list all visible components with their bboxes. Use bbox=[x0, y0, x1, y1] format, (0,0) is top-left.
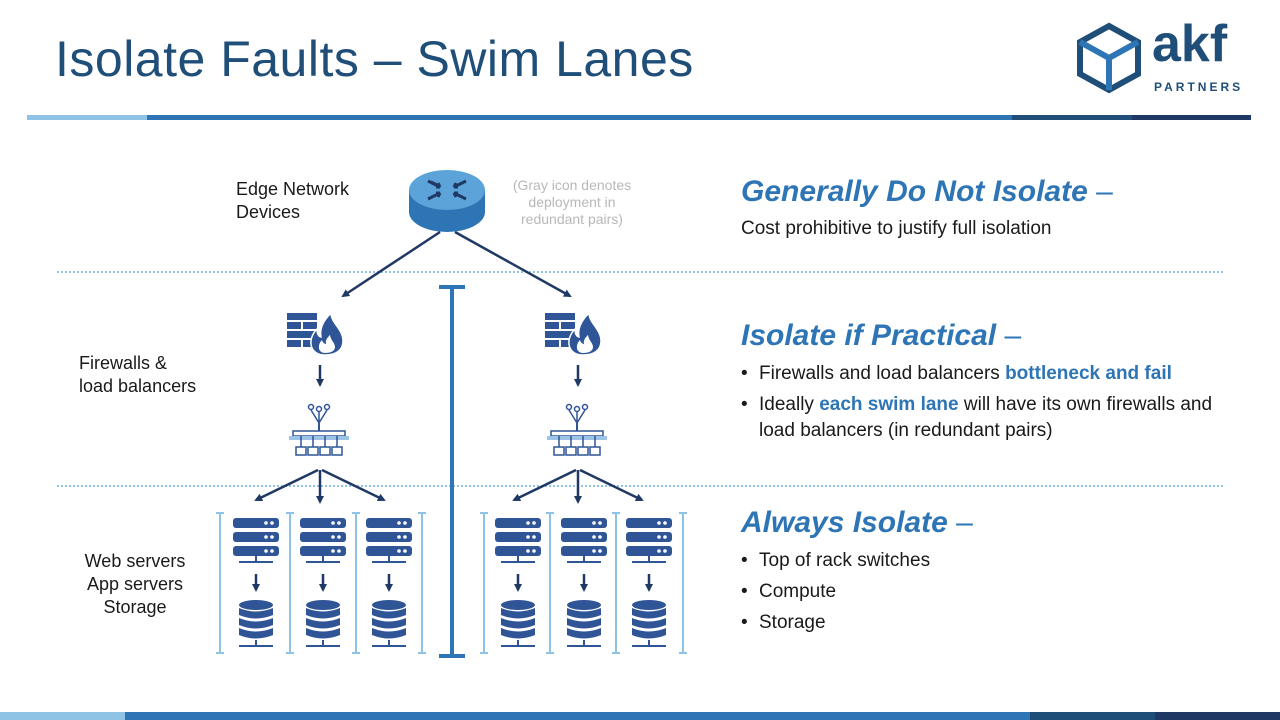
bullet-item: • Compute bbox=[741, 579, 1231, 605]
page-title: Isolate Faults – Swim Lanes bbox=[55, 31, 694, 87]
heading-dash: – bbox=[1096, 175, 1113, 208]
server-rack-icon bbox=[625, 517, 673, 563]
gray-icon-note: (Gray icon denotes deployment in redunda… bbox=[497, 177, 647, 228]
fw-label-line2: load balancers bbox=[79, 376, 197, 396]
database-icon bbox=[238, 599, 274, 647]
footer-bar-darkest bbox=[1155, 712, 1280, 720]
server-rack-icon bbox=[232, 517, 280, 563]
akf-cube-logo-icon bbox=[1077, 22, 1141, 94]
lane-divider bbox=[439, 285, 465, 658]
footer-bar-dark bbox=[1030, 712, 1155, 720]
database-icon bbox=[500, 599, 536, 647]
bullet-dot: • bbox=[741, 612, 748, 633]
bullet-text: Top of rack switches bbox=[759, 550, 931, 571]
rack-bracket bbox=[285, 512, 295, 654]
arrow-lb-left-1 bbox=[254, 468, 319, 502]
akf-logo: akf PARTNERS bbox=[1074, 18, 1254, 97]
bullet-text: Compute bbox=[759, 581, 837, 602]
section-heading-practical: Isolate if Practical – bbox=[741, 319, 1021, 353]
firewall-icon bbox=[544, 312, 602, 356]
router-icon bbox=[409, 170, 485, 232]
separator-bottom bbox=[57, 485, 1223, 487]
section-text-no-isolate: Cost prohibitive to justify full isolati… bbox=[741, 218, 1052, 239]
arrow-lb-left-3 bbox=[321, 468, 386, 502]
rack-bracket bbox=[678, 512, 688, 654]
srv-label-line3: Storage bbox=[103, 597, 167, 617]
logo-subtitle: PARTNERS bbox=[1154, 80, 1244, 94]
rack-bracket bbox=[351, 512, 361, 654]
firewall-icon bbox=[286, 312, 344, 356]
note-line3: redundant pairs) bbox=[521, 211, 623, 227]
bullet-text: Ideally bbox=[759, 394, 820, 415]
edge-label-line2: Devices bbox=[236, 202, 301, 222]
rack-bracket bbox=[545, 512, 555, 654]
logo-wordmark: akf bbox=[1152, 15, 1228, 73]
rack-bracket bbox=[611, 512, 621, 654]
rack-bracket bbox=[417, 512, 427, 654]
server-rack-icon bbox=[560, 517, 608, 563]
heading-text: Isolate if Practical bbox=[741, 319, 997, 352]
header-bar-darkest bbox=[1132, 115, 1251, 120]
section-heading-always: Always Isolate – bbox=[741, 506, 973, 540]
bullet-dot: • bbox=[741, 550, 748, 571]
database-icon bbox=[631, 599, 667, 647]
separator-top bbox=[57, 271, 1223, 273]
footer-bar-light bbox=[0, 712, 125, 720]
section-heading-no-isolate: Generally Do Not Isolate – bbox=[741, 175, 1113, 209]
heading-text: Generally Do Not Isolate bbox=[741, 175, 1088, 208]
bullet-item: • Top of rack switches bbox=[741, 548, 1231, 574]
arrow-lb-right-1 bbox=[512, 468, 577, 502]
heading-dash: – bbox=[956, 506, 973, 539]
arrow-lb-right-3 bbox=[579, 468, 644, 502]
bullet-text: Storage bbox=[759, 612, 826, 633]
bullet-item: • Ideally each swim lane will have its o… bbox=[741, 392, 1231, 444]
header-bar-light bbox=[27, 115, 147, 120]
srv-label-line2: App servers bbox=[86, 574, 184, 594]
bullet-item: • Firewalls and load balancers bottlenec… bbox=[741, 361, 1231, 387]
database-icon bbox=[566, 599, 602, 647]
edge-label-line1: Edge Network bbox=[236, 179, 350, 199]
firewalls-label: Firewalls & load balancers bbox=[79, 352, 196, 398]
bullet-text: will have its own firewalls and load bal… bbox=[759, 394, 1213, 441]
server-rack-icon bbox=[299, 517, 347, 563]
server-rack-icon bbox=[365, 517, 413, 563]
database-icon bbox=[371, 599, 407, 647]
bullet-dot: • bbox=[741, 363, 748, 384]
bullet-text: Firewalls and load balancers bbox=[759, 363, 1006, 384]
load-balancer-icon bbox=[288, 403, 350, 456]
srv-label-line1: Web servers bbox=[84, 551, 186, 571]
note-line2: deployment in bbox=[528, 194, 616, 210]
bullet-highlight: each swim lane bbox=[819, 394, 959, 415]
bullet-dot: • bbox=[741, 394, 748, 415]
heading-dash: – bbox=[1004, 319, 1022, 352]
fw-label-line1: Firewalls & bbox=[79, 353, 168, 373]
servers-label: Web servers App servers Storage bbox=[70, 550, 200, 619]
footer-bar-mid bbox=[125, 712, 1030, 720]
database-icon bbox=[305, 599, 341, 647]
note-line1: (Gray icon denotes bbox=[512, 177, 632, 193]
arrow-router-right bbox=[454, 230, 572, 298]
arrow-router-left bbox=[341, 230, 441, 298]
edge-devices-label: Edge Network Devices bbox=[236, 178, 349, 224]
header-bar-dark bbox=[1012, 115, 1132, 120]
bullet-dot: • bbox=[741, 581, 748, 602]
load-balancer-icon bbox=[546, 403, 608, 456]
server-rack-icon bbox=[494, 517, 542, 563]
heading-text: Always Isolate bbox=[741, 506, 948, 539]
bullet-item: • Storage bbox=[741, 610, 1231, 636]
rack-bracket bbox=[479, 512, 489, 654]
header-bar-mid bbox=[147, 115, 1012, 120]
rack-bracket bbox=[215, 512, 225, 654]
bullet-highlight: bottleneck and fail bbox=[1005, 363, 1172, 384]
